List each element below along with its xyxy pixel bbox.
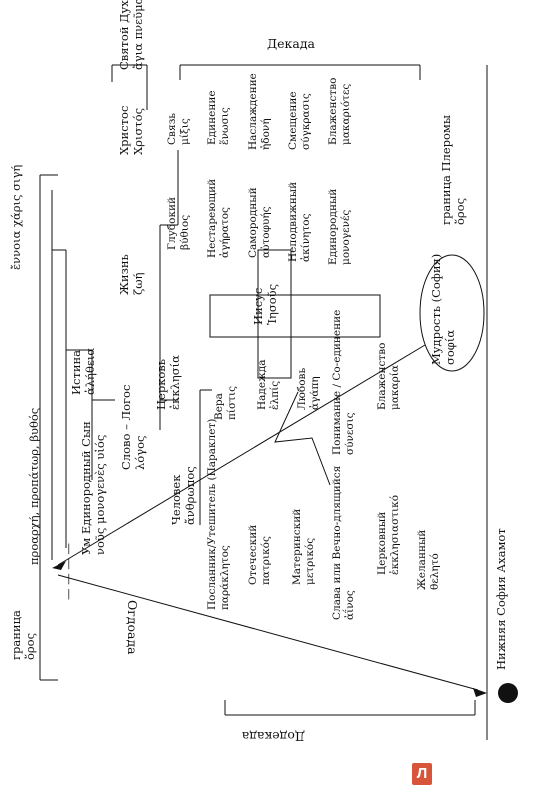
horos-label: границаὅρος — [9, 610, 37, 660]
zigzag-line — [274, 391, 331, 486]
arrowhead-horos — [52, 561, 66, 570]
ageratos-label: Нестареющийἀγήρατος — [206, 179, 231, 258]
decade-label: Декада — [267, 36, 316, 51]
ekklesiastikos-label: Церковныйἐκκλησιαστικό — [376, 495, 401, 575]
makaria-label: Блаженствоμακαρία — [376, 343, 401, 410]
hedone-label: Наслаждениеἡδονή — [247, 73, 272, 150]
arrow-sophia-to-horos — [57, 344, 426, 566]
sophia-label: Мудрость (София)σοφία — [429, 254, 457, 365]
zoe-label: Жизньζωή — [117, 254, 145, 295]
patrikos-label: Отеческийπατρικός — [247, 525, 272, 585]
dodecad-label: Додекада — [241, 729, 305, 744]
theletos-label: Желанныйθελητό — [416, 530, 441, 590]
pistis-label: Вераπίστις — [213, 386, 238, 420]
publisher-logo: Л — [412, 763, 432, 785]
bythos-label: προαρχή, προπάτωρ, βυθός — [27, 408, 41, 565]
elpis-label: Надеждаἐλπίς — [256, 360, 281, 410]
akinetos-label: Неподвижныйἀκίνητος — [287, 182, 312, 262]
synesis-label: Понимание / Со-единениеσύνεσις — [331, 310, 356, 455]
node-labels: ἔννοια χάρις σιγή προαρχή, προπάτωρ, βυθ… — [9, 0, 508, 670]
makariotes-label: Блаженствоμακαριότες — [327, 78, 352, 145]
logos-label: Слово – Логосλόγος — [119, 385, 147, 470]
pleroma-horos-label: граница Плеромыὅρος — [439, 115, 467, 225]
diagram-lines — [39, 64, 488, 740]
arrowhead-achamoth — [473, 688, 487, 697]
ekklesia-label: Церковьἐκκλησία — [154, 355, 182, 410]
paraclete-label: Посланник/Утешитель (Параклет)παράκλητος — [206, 419, 231, 610]
achamoth-dot — [498, 683, 518, 703]
synkrasis-label: Смещениеσύγκρασις — [287, 91, 312, 150]
dashes-label: — — — — — [61, 543, 75, 600]
mixis-label: Связьμίξις — [166, 113, 191, 145]
ainos-label: Слава или Вечно-длящийсяἀΐνος — [331, 465, 356, 620]
jesus-label: ИисусἸησοῦς — [251, 284, 279, 325]
achamoth-label: Нижняя София Ахамот — [494, 528, 508, 670]
ogdoad-label: Огдоада — [125, 600, 140, 655]
cross-vertical — [257, 249, 292, 379]
ennoia-label: ἔννοια χάρις σιγή — [9, 165, 23, 270]
henosis-label: Единениеἕνωσις — [206, 90, 231, 145]
christos-label: ХристосΧριστός — [117, 106, 145, 155]
arrow-horos-to-achamoth — [57, 574, 479, 691]
anthropos-label: Человекἄνθρωπος — [169, 466, 197, 525]
bythios-label: Глубокийβύθιος — [166, 197, 191, 250]
cross-horizontal — [209, 294, 381, 338]
sophia-ellipse — [419, 254, 485, 372]
autophyes-label: Самородныйαὐτοφυής — [247, 187, 272, 258]
agape-label: Любовьἀγάπη — [296, 368, 321, 410]
nous-label: Ум Единородный Сынνοῦς μονογενὲς υἱός — [79, 421, 107, 555]
metrikos-label: Материнскийμετρικός — [291, 509, 316, 585]
holy-spirit-label: Святой Духἄγια πνεῦμα — [117, 0, 145, 70]
truth-label: Истинаἀλήθεια — [69, 348, 97, 395]
monogenes-label: Единородныйμονογενές — [327, 189, 352, 265]
